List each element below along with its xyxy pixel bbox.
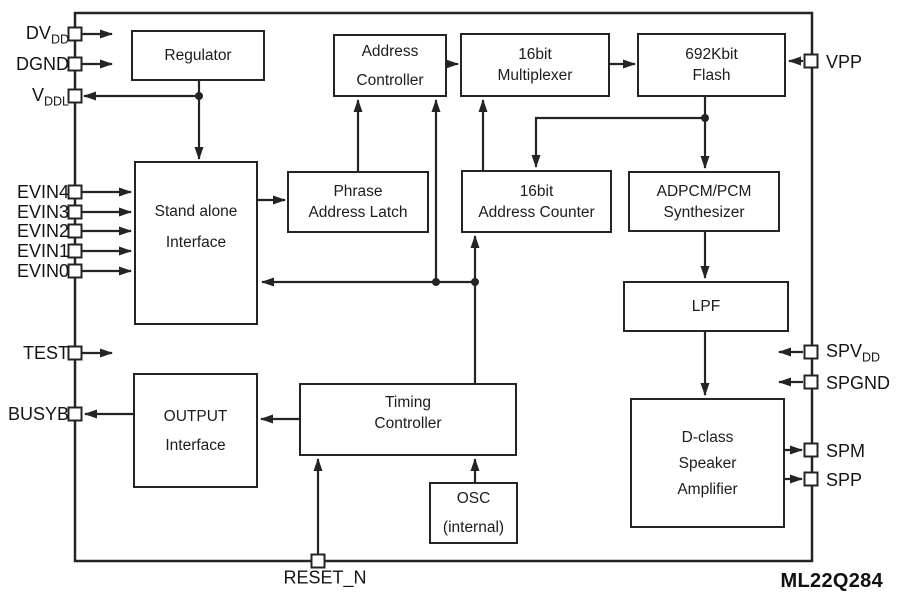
pin-label-spm: SPM: [826, 442, 865, 460]
pin-label-vddl-sub: DDL: [43, 94, 69, 109]
junction-bus-left: [432, 278, 440, 286]
pin-label-spvdd: SPVDD: [826, 342, 880, 364]
pin-spm: [803, 442, 819, 458]
block-16bit-address-counter-line1: 16bit: [519, 182, 554, 200]
pin-vpp: [803, 53, 819, 69]
block-standalone-interface-line2: Interface: [165, 234, 227, 251]
pin-label-evin4-base: EVIN4: [16, 182, 69, 202]
pin-label-reset-n-base: RESET_N: [283, 567, 367, 588]
pin-vddl: [67, 88, 83, 104]
pin-label-spp-base: SPP: [826, 470, 863, 490]
block-lpf-label: LPF: [691, 298, 721, 315]
block-16bit-address-counter-line2: Address Counter: [478, 203, 595, 221]
block-address-controller-line1: Address: [361, 42, 419, 60]
block-lpf: LPF: [623, 281, 789, 332]
block-osc-internal-line2: (internal): [442, 519, 505, 536]
block-phrase-address-latch-line1: Phrase: [333, 183, 383, 200]
block-dclass-speaker-amplifier-line2: Speaker: [678, 454, 737, 472]
block-output-interface-line1: OUTPUT: [163, 407, 228, 425]
pin-label-evin1: EVIN1: [17, 242, 69, 260]
pin-label-spm-base: SPM: [826, 441, 866, 461]
block-standalone-interface: Stand alone Interface: [134, 161, 258, 325]
pin-label-test: TEST: [23, 344, 69, 362]
chip-boundary: [73, 11, 814, 563]
pin-label-spp: SPP: [826, 471, 862, 489]
pin-label-evin4: EVIN4: [17, 183, 69, 201]
block-adpcm-pcm-synthesizer-line2: Synthesizer: [663, 203, 745, 221]
block-16bit-address-counter: 16bit Address Counter: [461, 170, 612, 233]
block-dclass-speaker-amplifier-line3: Amplifier: [677, 480, 738, 498]
pin-spgnd: [803, 374, 819, 390]
pin-label-evin1-base: EVIN1: [16, 241, 69, 261]
pin-label-dvdd-base: DV: [25, 22, 51, 43]
pin-label-evin0: EVIN0: [17, 262, 69, 280]
pin-label-vddl-base: V: [31, 84, 44, 105]
pin-label-vpp: VPP: [826, 53, 862, 71]
junction-flash: [701, 114, 709, 122]
pin-label-busyb: BUSYB: [8, 405, 69, 423]
block-address-controller: Address Controller: [333, 34, 447, 97]
pin-busyb: [67, 406, 83, 422]
block-timing-controller-line1: Timing: [385, 393, 431, 411]
junction-vddl: [195, 92, 203, 100]
block-692kbit-flash-line2: Flash: [692, 67, 731, 84]
block-phrase-address-latch-line2: Address Latch: [308, 204, 408, 221]
block-adpcm-pcm-synthesizer-line1: ADPCM/PCM: [656, 182, 752, 200]
block-regulator-label: Regulator: [164, 47, 232, 64]
block-output-interface-line2: Interface: [165, 436, 226, 454]
pin-label-evin3-base: EVIN3: [16, 202, 69, 222]
block-output-interface: OUTPUT Interface: [133, 373, 258, 488]
block-adpcm-pcm-synthesizer: ADPCM/PCM Synthesizer: [628, 171, 780, 232]
pin-label-reset-n: RESET_N: [283, 568, 366, 589]
pin-reset-n: [310, 553, 326, 569]
pin-test: [67, 345, 83, 361]
block-osc-internal-line1: OSC: [456, 490, 491, 507]
pin-dgnd: [67, 56, 83, 72]
block-regulator: Regulator: [131, 30, 265, 81]
pin-label-spvdd-sub: DD: [862, 350, 881, 365]
pin-label-dvdd-sub: DD: [50, 32, 69, 47]
pin-evin2: [67, 223, 83, 239]
block-standalone-interface-line1: Stand alone: [154, 203, 238, 220]
pin-spp: [803, 471, 819, 487]
pin-spvdd: [803, 344, 819, 360]
block-dclass-speaker-amplifier: D-class Speaker Amplifier: [630, 398, 785, 528]
pin-label-spvdd-base: SPV: [826, 340, 863, 361]
block-16bit-multiplexer-line2: Multiplexer: [497, 67, 573, 84]
block-16bit-multiplexer-line1: 16bit: [518, 46, 552, 63]
block-address-controller-line2: Controller: [356, 71, 424, 89]
pin-label-evin0-base: EVIN0: [16, 261, 69, 281]
pin-label-evin3: EVIN3: [17, 203, 69, 221]
pin-evin3: [67, 204, 83, 220]
pin-label-vddl: VDDL: [32, 86, 69, 108]
pin-label-evin2-base: EVIN2: [16, 221, 69, 241]
chip-title: ML22Q284: [780, 570, 883, 592]
block-16bit-multiplexer: 16bit Multiplexer: [460, 33, 610, 97]
pin-label-dgnd-base: DGND: [16, 54, 69, 74]
pin-label-spgnd: SPGND: [826, 374, 890, 392]
pin-label-vpp-base: VPP: [826, 52, 863, 72]
block-phrase-address-latch: Phrase Address Latch: [287, 171, 429, 233]
wire-flash-to-address-counter: [531, 116, 705, 168]
block-osc-internal: OSC (internal): [429, 482, 518, 544]
block-692kbit-flash-line1: 692Kbit: [685, 46, 738, 63]
pin-label-spgnd-base: SPGND: [826, 373, 891, 393]
pin-label-dgnd: DGND: [16, 55, 69, 73]
pin-label-test-base: TEST: [22, 343, 69, 363]
pin-label-busyb-base: BUSYB: [7, 404, 69, 424]
block-692kbit-flash: 692Kbit Flash: [637, 33, 786, 97]
junction-bus-right: [471, 278, 479, 286]
pin-label-dvdd: DVDD: [26, 24, 69, 46]
pin-evin0: [67, 263, 83, 279]
pin-evin1: [67, 243, 83, 259]
pin-label-evin2: EVIN2: [17, 222, 69, 240]
block-timing-controller-line2: Controller: [374, 414, 442, 432]
block-dclass-speaker-amplifier-line1: D-class: [681, 428, 734, 446]
block-timing-controller: Timing Controller: [299, 383, 517, 456]
pin-evin4: [67, 184, 83, 200]
pin-dvdd: [67, 26, 83, 42]
